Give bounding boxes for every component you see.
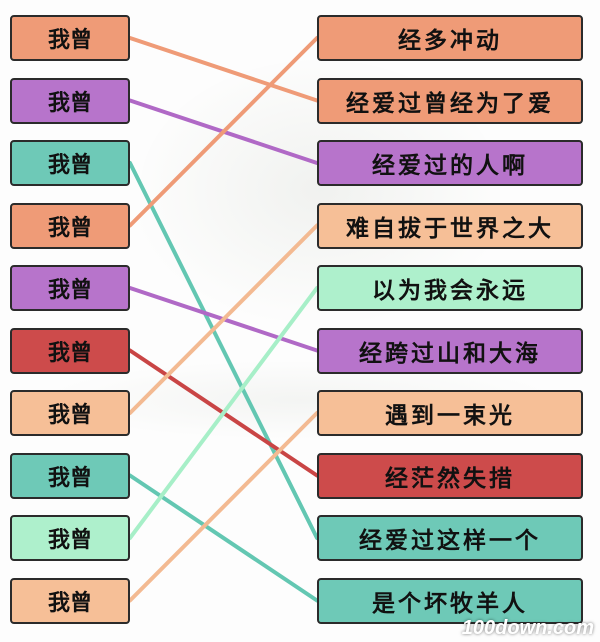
phrase-card-right[interactable]: 经爱过曾经为了爱	[317, 77, 583, 124]
phrase-card-right[interactable]: 经爱过的人啊	[317, 140, 583, 186]
phrase-card-left[interactable]: 我曾	[10, 452, 130, 499]
watermark-text: 100down.com	[461, 617, 594, 639]
phrase-card-left[interactable]: 我曾	[10, 202, 130, 249]
phrase-card-right[interactable]: 是个坏牧羊人	[317, 577, 583, 624]
connection-line	[128, 286, 319, 540]
phrase-card-right[interactable]: 经跨过山和大海	[317, 327, 583, 374]
connection-line	[128, 36, 319, 103]
phrase-card-left[interactable]: 我曾	[10, 390, 130, 436]
connection-line	[128, 473, 319, 603]
phrase-card-right[interactable]: 经爱过这样一个	[317, 515, 583, 561]
phrase-card-right[interactable]: 难自拔于世界之大	[317, 202, 583, 249]
connection-line	[128, 411, 319, 603]
phrase-card-right[interactable]: 经茫然失措	[317, 452, 583, 499]
phrase-card-right[interactable]: 以为我会永远	[317, 265, 583, 311]
phrase-card-left[interactable]: 我曾	[10, 77, 130, 124]
phrase-card-left[interactable]: 我曾	[10, 15, 130, 61]
phrase-card-left[interactable]: 我曾	[10, 515, 130, 561]
phrase-card-left[interactable]: 我曾	[10, 327, 130, 374]
phrase-card-left[interactable]: 我曾	[10, 140, 130, 186]
phrase-card-right[interactable]: 遇到一束光	[317, 390, 583, 436]
phrase-card-right[interactable]: 经多冲动	[317, 15, 583, 61]
phrase-card-left[interactable]: 我曾	[10, 577, 130, 624]
connection-line	[128, 36, 319, 228]
connection-line	[128, 161, 319, 540]
phrase-card-left[interactable]: 我曾	[10, 265, 130, 311]
connection-line	[128, 223, 319, 415]
